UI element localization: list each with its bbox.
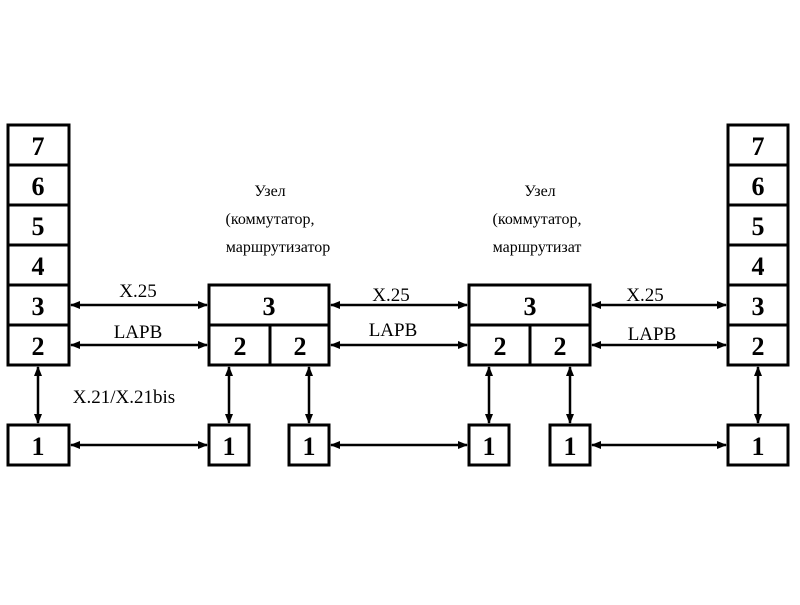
x25-label-1: X.25	[119, 281, 156, 302]
left-layer-6-label: 6	[32, 172, 45, 201]
right-layer-4	[726, 243, 790, 287]
left-layer-2	[6, 323, 71, 367]
node-1-line3: маршрутизатор	[226, 239, 331, 256]
right-layer-5-label: 5	[752, 212, 765, 241]
phys-label: 1	[32, 432, 45, 461]
node-1-line2: (коммутатор,	[226, 211, 315, 228]
node-2-line3: маршрутизат	[493, 239, 582, 256]
left-end-system-stack: 7 6 5 4 3 2	[6, 123, 71, 367]
node-2-layer-2-right	[528, 323, 592, 367]
left-layer-7-label: 7	[32, 132, 45, 161]
right-layer-6	[726, 163, 790, 207]
right-layer-2	[726, 323, 790, 367]
node-1-layer-2-right	[268, 323, 331, 367]
lapb-label-1: LAPB	[114, 322, 163, 343]
right-layer-2-label: 2	[752, 332, 765, 361]
phys-label: 1	[752, 432, 765, 461]
node-2-layer-3-label: 3	[524, 292, 537, 321]
phys-box-node1-b	[287, 423, 331, 467]
node-2-layer-2-left	[467, 323, 532, 367]
phys-box-left	[6, 423, 71, 467]
lapb-label-3: LAPB	[628, 324, 677, 345]
phys-label: 1	[483, 432, 496, 461]
node-1-layer-3-label: 3	[263, 292, 276, 321]
node-2-layer-3	[467, 283, 592, 327]
node-2-layer-2-left-label: 2	[494, 332, 507, 361]
x25-label-3: X.25	[626, 285, 663, 306]
x21-label: X.21/X.21bis	[73, 387, 175, 408]
lapb-label-2: LAPB	[369, 320, 418, 341]
left-layer-2-label: 2	[32, 332, 45, 361]
left-layer-3-label: 3	[32, 292, 45, 321]
physical-layer-boxes: 1 1 1 1 1 1	[6, 423, 790, 467]
right-layer-3-label: 3	[752, 292, 765, 321]
left-layer-4-label: 4	[32, 252, 45, 281]
link-arrows	[34, 301, 762, 449]
left-layer-4	[6, 243, 71, 287]
right-end-system-stack: 7 6 5 4 3 2	[726, 123, 790, 367]
phys-box-node2-b	[548, 423, 592, 467]
right-layer-7-label: 7	[752, 132, 765, 161]
phys-box-node1-a	[207, 423, 251, 467]
phys-box-right	[726, 423, 790, 467]
node-1-layer-2-right-label: 2	[294, 332, 307, 361]
node-2: Узел (коммутатор, маршрутизат 3 2 2	[467, 183, 592, 367]
phys-box-node2-a	[467, 423, 511, 467]
x25-label-2: X.25	[372, 285, 409, 306]
node-1: Узел (коммутатор, маршрутизатор 3 2 2	[207, 183, 331, 367]
link-labels: X.25 LAPB X.25 LAPB X.25 LAPB X.21/X.21b…	[73, 281, 676, 408]
node-2-layer-2-right-label: 2	[554, 332, 567, 361]
phys-label: 1	[564, 432, 577, 461]
right-layer-4-label: 4	[752, 252, 765, 281]
left-layer-5-label: 5	[32, 212, 45, 241]
node-2-title: Узел	[524, 183, 555, 200]
phys-label: 1	[303, 432, 316, 461]
right-layer-6-label: 6	[752, 172, 765, 201]
node-1-title: Узел	[254, 183, 285, 200]
node-2-line2: (коммутатор,	[493, 211, 582, 228]
phys-label: 1	[223, 432, 236, 461]
node-1-layer-2-left-label: 2	[234, 332, 247, 361]
